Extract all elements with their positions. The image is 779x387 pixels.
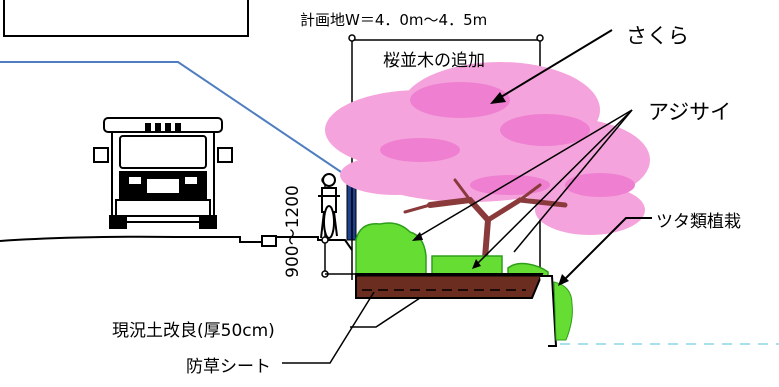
soil-leader bbox=[350, 297, 421, 328]
curb bbox=[261, 235, 277, 247]
ivy-planting-label: ツタ類植栽 bbox=[656, 212, 741, 232]
cyclist-illustration bbox=[318, 173, 340, 239]
ajisai-label: アジサイ bbox=[648, 100, 732, 124]
sakura-label: さくら bbox=[626, 24, 689, 48]
sakura-arrow bbox=[495, 29, 613, 101]
cherry-tree-canopy bbox=[325, 62, 650, 235]
ivy-leader bbox=[561, 217, 652, 283]
truck-illustration bbox=[93, 117, 233, 229]
ivy-planting bbox=[553, 281, 573, 341]
cherry-tree-trunk bbox=[403, 178, 568, 261]
sheet-leader bbox=[282, 291, 375, 364]
site-width-label: 計画地W＝4．0m～4．5m bbox=[300, 11, 488, 29]
hydrangea-shrubs bbox=[355, 222, 549, 277]
weed-sheet-label: 防草シート bbox=[186, 357, 271, 377]
retaining-wall bbox=[540, 275, 573, 347]
improved-soil bbox=[355, 273, 544, 299]
soil-improvement-label: 現況土改良(厚50cm) bbox=[112, 321, 275, 341]
cherry-rows-label: 桜並木の追加 bbox=[383, 51, 485, 71]
fence-height-label: 900～1200 bbox=[282, 185, 303, 278]
ajisai-arrowheads bbox=[412, 232, 481, 269]
legend-box-fragment bbox=[3, 0, 249, 37]
leader-line-blue bbox=[0, 61, 351, 179]
ajisai-arrows bbox=[415, 109, 633, 266]
ivy-arrowhead bbox=[558, 274, 569, 286]
sakura-arrowhead bbox=[490, 92, 506, 104]
